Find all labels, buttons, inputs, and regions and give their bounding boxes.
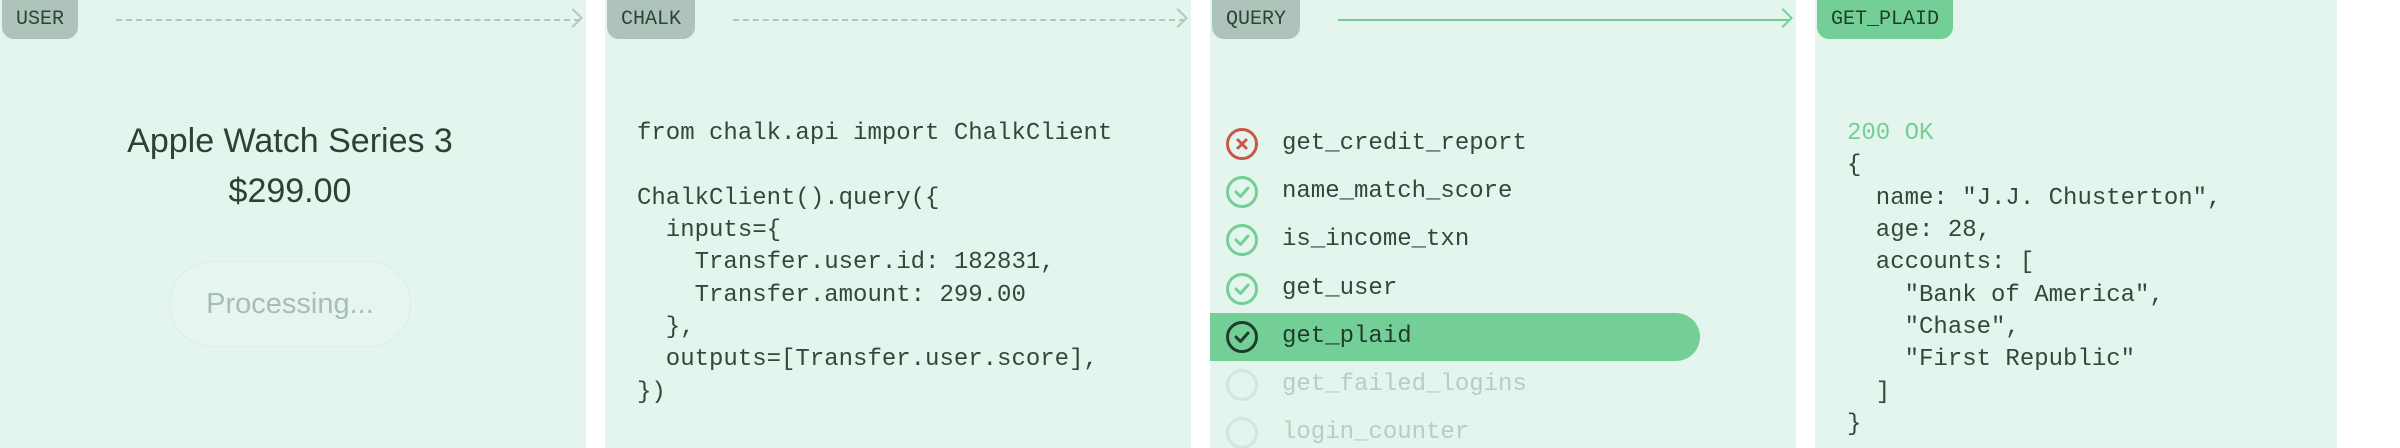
code-line: inputs={ [637,217,782,244]
code-line: }) [637,379,666,406]
query-panel: QUERY get_credit_report name_match_score… [1210,0,1796,448]
code-line: "First Republic" [1847,346,2136,373]
resolver-name: get_plaid [1282,323,1412,350]
get-plaid-panel: GET_PLAID 200 OK { name: "J.J. Chusterto… [1815,0,2337,448]
user-connector-line [116,19,580,21]
check-circle-icon [1226,321,1258,353]
chalk-panel: CHALK from chalk.api import ChalkClient … [605,0,1191,448]
get-plaid-tag: GET_PLAID [1817,0,1954,39]
product-price: $299.00 [228,172,352,210]
chalk-connector-line [733,19,1185,21]
code-line: ChalkClient().query({ [637,185,940,212]
check-circle-icon [1226,273,1258,305]
code-line: age: 28, [1847,217,1992,244]
x-circle-icon [1226,128,1258,160]
code-line: name: "J.J. Chusterton", [1847,185,2222,212]
check-circle-icon [1226,224,1258,256]
product-name: Apple Watch Series 3 [127,122,453,160]
resolver-name: get_credit_report [1282,130,1527,157]
empty-circle-icon [1226,417,1258,448]
query-connector-line [1338,19,1790,21]
arrow-right-icon [563,8,583,28]
user-tag: USER [2,0,79,39]
code-line: } [1847,411,1862,438]
processing-button[interactable]: Processing... [170,262,410,346]
code-line: }, [637,314,695,341]
code-line: Transfer.user.id: 182831, [637,249,1055,276]
resolver-row[interactable]: name_match_score [1210,168,1700,216]
resolver-row[interactable]: login_counter [1210,409,1700,448]
resolver-name: get_user [1282,275,1398,302]
chalk-tag: CHALK [607,0,696,39]
resolver-name: login_counter [1282,419,1470,446]
response-status: 200 OK [1847,120,1934,147]
empty-circle-icon [1226,369,1258,401]
resolver-row[interactable]: get_failed_logins [1210,361,1700,409]
code-line: from chalk.api import ChalkClient [637,120,1113,147]
arrow-right-icon [1168,8,1188,28]
code-line: ] [1847,379,1891,406]
code-line: Transfer.amount: 299.00 [637,282,1026,309]
resolver-row[interactable]: get_credit_report [1210,120,1700,168]
check-circle-icon [1226,176,1258,208]
resolver-name: is_income_txn [1282,226,1470,253]
query-tag: QUERY [1212,0,1301,39]
resolver-row-active[interactable]: get_plaid [1210,313,1700,361]
code-line: "Bank of America", [1847,282,2164,309]
resolver-name: name_match_score [1282,178,1513,205]
resolver-row[interactable]: get_user [1210,265,1700,313]
resolver-name: get_failed_logins [1282,371,1527,398]
code-line: accounts: [ [1847,249,2035,276]
resolver-row[interactable]: is_income_txn [1210,216,1700,264]
arrow-right-icon [1773,8,1793,28]
code-line: "Chase", [1847,314,2020,341]
code-line: outputs=[Transfer.user.score], [637,346,1098,373]
user-panel: USER Apple Watch Series 3 $299.00 Proces… [0,0,586,448]
code-line: { [1847,152,1862,179]
